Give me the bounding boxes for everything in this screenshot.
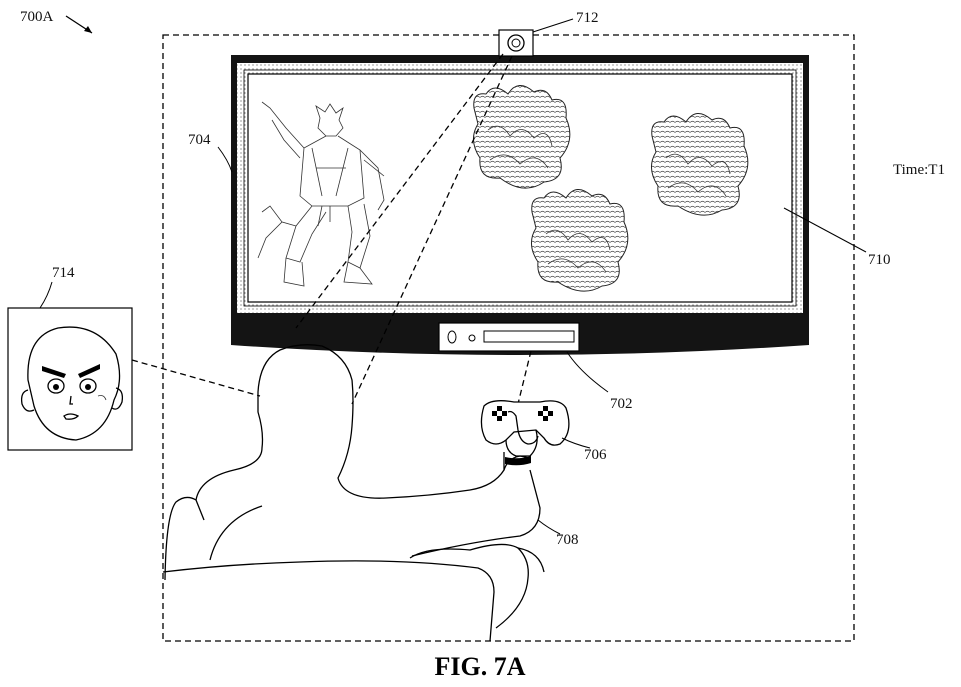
face-image-714 <box>8 308 132 450</box>
user-708 <box>196 345 540 560</box>
label-712: 712 <box>576 10 599 26</box>
face-capture-link <box>132 360 260 396</box>
label-710: 710 <box>868 252 891 268</box>
label-702: 702 <box>610 396 633 412</box>
controller-706 <box>481 401 568 456</box>
camera-712 <box>499 30 533 56</box>
label-704: 704 <box>188 132 211 148</box>
label-706: 706 <box>584 447 607 463</box>
time-label: Time:T1 <box>893 162 945 178</box>
hydra-creature-right <box>651 113 747 215</box>
label-714: 714 <box>52 265 75 281</box>
hydra-creature-top <box>473 85 569 188</box>
figure-ref-arrow <box>66 16 92 33</box>
hydra-creature-bottom <box>531 189 627 291</box>
label-708: 708 <box>556 532 579 548</box>
sofa <box>163 497 544 641</box>
figure-caption: FIG. 7A <box>435 652 526 681</box>
console-702 <box>439 323 579 351</box>
figure-ref-label: 700A <box>20 9 54 25</box>
